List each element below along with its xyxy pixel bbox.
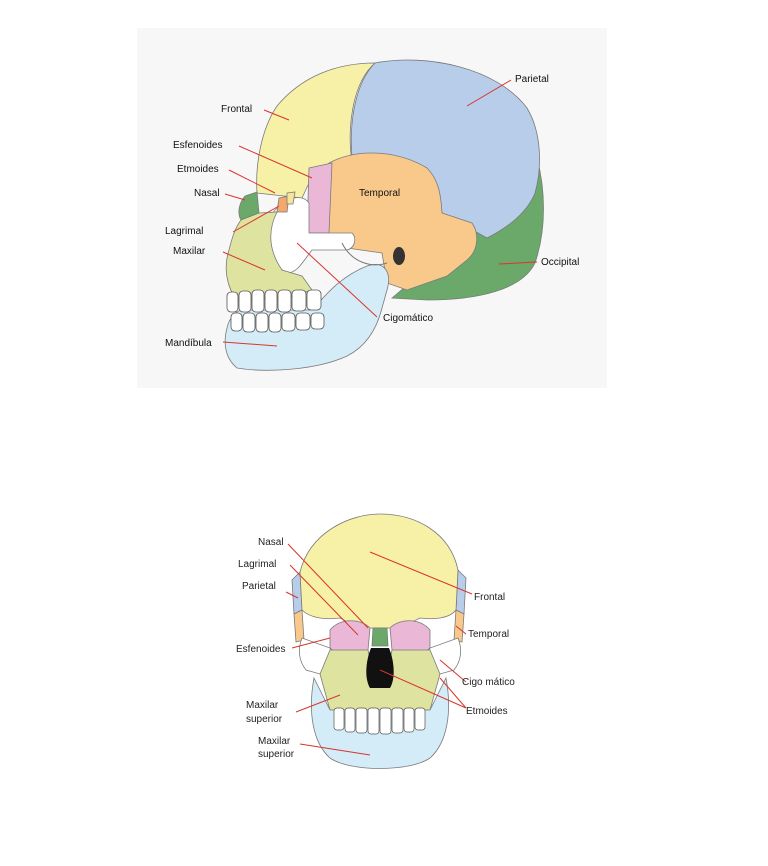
label-maxilar: Maxilar bbox=[173, 246, 206, 257]
front-label-etmoides: Etmoides bbox=[466, 706, 508, 717]
front-label-cigomatico: Cigo mático bbox=[462, 677, 515, 688]
front-label-maxilar-2a: Maxilar bbox=[258, 736, 291, 747]
lower-teeth bbox=[230, 312, 325, 333]
lacrimal-bone bbox=[276, 195, 290, 213]
label-cigomatico: Cigomático bbox=[383, 313, 433, 324]
zygomatic-arch bbox=[341, 242, 388, 266]
label-temporal: Temporal bbox=[359, 188, 400, 199]
front-label-maxilar-1a: Maxilar bbox=[246, 700, 279, 711]
temporal-side-right bbox=[453, 609, 465, 643]
label-nasal: Nasal bbox=[194, 188, 220, 199]
lateral-leader-lines bbox=[222, 79, 538, 347]
frontal-bone-front bbox=[299, 513, 459, 629]
front-label-temporal: Temporal bbox=[468, 629, 509, 640]
frontal-leader-lines bbox=[285, 543, 473, 756]
frontal-skull-svg: Nasal Lagrimal Parietal Esfenoides Maxil… bbox=[236, 513, 515, 769]
label-occipital: Occipital bbox=[541, 257, 579, 268]
lateral-skull-diagram: Frontal Parietal Esfenoides Etmoides Nas… bbox=[137, 28, 607, 388]
frontal-skull-diagram: Nasal Lagrimal Parietal Esfenoides Maxil… bbox=[230, 510, 530, 772]
upper-teeth bbox=[226, 289, 322, 313]
front-label-maxilar-2b: superior bbox=[258, 749, 295, 760]
label-lagrimal: Lagrimal bbox=[165, 226, 203, 237]
front-label-parietal: Parietal bbox=[242, 581, 276, 592]
label-esfenoides: Esfenoides bbox=[173, 140, 222, 151]
nasal-cavity bbox=[366, 648, 394, 688]
sphenoid-bone bbox=[306, 162, 333, 234]
temporal-side-left bbox=[293, 609, 305, 643]
parietal-bone bbox=[350, 59, 540, 239]
ear-canal bbox=[393, 247, 405, 265]
lateral-skull-svg: Frontal Parietal Esfenoides Etmoides Nas… bbox=[165, 59, 579, 371]
front-label-lagrimal: Lagrimal bbox=[238, 559, 276, 570]
front-label-nasal: Nasal bbox=[258, 537, 284, 548]
label-etmoides: Etmoides bbox=[177, 164, 219, 175]
front-label-esfenoides: Esfenoides bbox=[236, 644, 285, 655]
front-label-maxilar-1b: superior bbox=[246, 714, 283, 725]
nasal-bone-front bbox=[371, 627, 389, 647]
front-label-frontal: Frontal bbox=[474, 592, 505, 603]
front-teeth bbox=[333, 707, 426, 735]
temporal-bone bbox=[326, 152, 478, 291]
label-frontal: Frontal bbox=[221, 104, 252, 115]
ethmoid-bone bbox=[286, 191, 296, 205]
label-parietal: Parietal bbox=[515, 74, 549, 85]
label-mandibula: Mandíbula bbox=[165, 338, 212, 349]
